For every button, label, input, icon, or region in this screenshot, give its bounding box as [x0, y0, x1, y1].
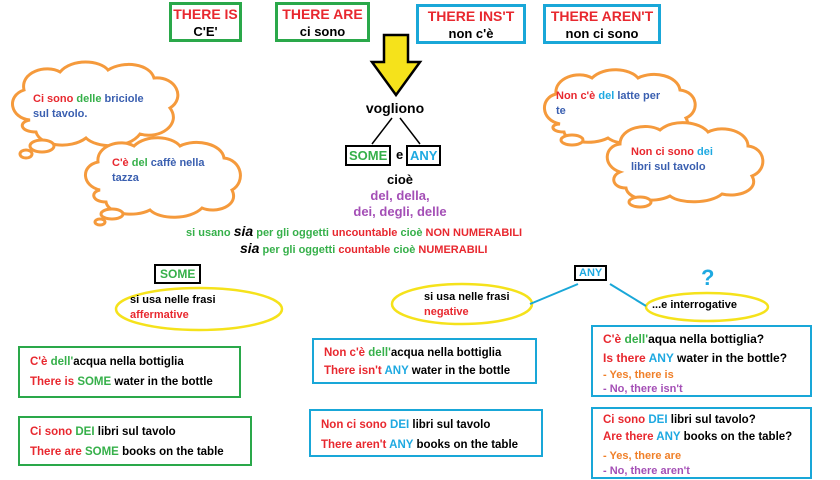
- thought-cloud-4: [605, 121, 765, 209]
- down-arrow-icon: [369, 33, 423, 98]
- any-negative-example-1: Non c'è dell'acqua nella bottiglia There…: [312, 338, 537, 384]
- affermative-oval: [114, 286, 284, 332]
- some-section-label: SOME: [154, 264, 202, 284]
- thought-cloud-1: [11, 60, 180, 160]
- affermative-text: si usa nelle frasi affermative: [130, 294, 216, 321]
- negative-text: si usa nelle frasi negative: [424, 291, 510, 318]
- articles-list-2: dei, degli, delle: [353, 204, 447, 219]
- interrogative-text: ...e interrogative: [652, 299, 737, 311]
- some-example-2: Ci sono DEI libri sul tavolo There are S…: [18, 416, 252, 466]
- cloud-1-text: Ci sono delle briciole sul tavolo.: [33, 93, 144, 120]
- articles-list-1: del, della,: [370, 188, 430, 203]
- interrogative-oval: [644, 291, 770, 323]
- cloud-3-text: Non c'è del latte per te: [556, 90, 661, 117]
- rule-line-uncountable: si usano sia per gli oggetti uncountable…: [186, 223, 523, 239]
- thought-cloud-2: [84, 136, 242, 227]
- any-section-label: ANY: [574, 265, 608, 281]
- thought-cloud-3: [543, 68, 697, 147]
- question-mark-icon: ?: [701, 265, 715, 290]
- there-isnt-box: THERE INS'T non c'è: [416, 4, 526, 44]
- there-arent-box: THERE AREN'T non ci sono: [543, 4, 661, 44]
- cioe-label: cioè: [386, 172, 413, 187]
- rule-line-countable: sia per gli oggetti countable cioè NUMER…: [240, 240, 488, 256]
- any-box: ANY: [406, 145, 442, 166]
- vogliono-label: vogliono: [365, 100, 425, 116]
- any-question-example-1: C'è dell'aqua nella bottiglia? Is there …: [591, 325, 812, 397]
- there-are-box: THERE ARE ci sono: [275, 2, 370, 42]
- some-example-1: C'è dell'acqua nella bottiglia There is …: [18, 346, 241, 398]
- any-negative-example-2: Non ci sono DEI libri sul tavolo There a…: [309, 409, 543, 457]
- there-is-box: THERE IS C'E': [169, 2, 242, 42]
- some-box: SOME: [345, 145, 392, 166]
- cloud-2-text: C'è del caffè nella tazza: [112, 157, 205, 184]
- any-question-example-2: Ci sono DEI libri sul tavolo? Are there …: [591, 407, 812, 479]
- e-label: e: [396, 147, 404, 162]
- cloud-4-text: Non ci sono dei libri sul tavolo: [631, 146, 713, 173]
